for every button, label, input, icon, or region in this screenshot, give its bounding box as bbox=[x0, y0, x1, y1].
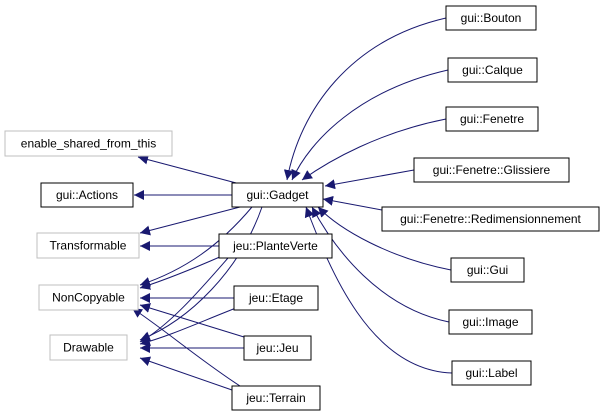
edge-etage-drawable bbox=[139, 307, 237, 347]
nodes: gui::Bouton gui::Calque gui::Fenetre gui… bbox=[4, 5, 600, 411]
node-gui-label[interactable]: gui::Label bbox=[451, 360, 532, 386]
node-label: gui::Gui bbox=[467, 263, 508, 277]
edge-fenetre-gadget bbox=[301, 118, 447, 181]
node-jeu-etage[interactable]: jeu::Etage bbox=[233, 285, 319, 311]
node-gui-actions[interactable]: gui::Actions bbox=[40, 182, 134, 208]
node-label: jeu::Terrain bbox=[245, 391, 305, 405]
node-label: gui::Bouton bbox=[461, 11, 522, 25]
node-gui-gadget[interactable]: gui::Gadget bbox=[231, 182, 324, 208]
node-gui-bouton[interactable]: gui::Bouton bbox=[445, 5, 537, 31]
node-transformable[interactable]: Transformable bbox=[36, 232, 140, 259]
node-label: jeu::Etage bbox=[248, 291, 303, 305]
edge-calque-gadget bbox=[291, 69, 449, 181]
edge-glissiere-gadget bbox=[324, 169, 415, 190]
edge-plante-noncopyable bbox=[139, 255, 223, 290]
node-label: gui::Calque bbox=[462, 63, 523, 77]
node-label: jeu::Jeu bbox=[255, 341, 298, 355]
edge-jeu-noncopyable bbox=[139, 303, 245, 338]
node-jeu-planteverte[interactable]: jeu::PlanteVerte bbox=[218, 233, 333, 259]
node-label: Transformable bbox=[50, 239, 127, 253]
edge-gadget-noncopyable bbox=[139, 206, 253, 287]
node-label: gui::Actions bbox=[56, 188, 118, 202]
node-gui-calque[interactable]: gui::Calque bbox=[447, 57, 538, 83]
edge-gadget-transformable bbox=[139, 206, 241, 236]
node-gui-fenetre-redimensionnement[interactable]: gui::Fenetre::Redimensionnement bbox=[381, 206, 600, 232]
node-noncopyable[interactable]: NonCopyable bbox=[38, 284, 139, 311]
edge-gadget-drawable bbox=[139, 206, 263, 341]
node-label: gui::Fenetre::Glissiere bbox=[433, 163, 551, 177]
node-label: NonCopyable bbox=[52, 291, 125, 305]
node-label: gui::Fenetre bbox=[460, 112, 524, 126]
edge-bouton-gadget bbox=[283, 17, 447, 181]
node-label: enable_shared_from_this bbox=[21, 137, 156, 151]
node-gui-fenetre-glissiere[interactable]: gui::Fenetre::Glissiere bbox=[413, 157, 570, 183]
node-label: Drawable bbox=[63, 341, 114, 355]
edge-terrain-drawable bbox=[139, 356, 233, 391]
node-label: gui::Image bbox=[462, 315, 518, 329]
node-gui-image[interactable]: gui::Image bbox=[448, 309, 533, 335]
node-jeu-terrain[interactable]: jeu::Terrain bbox=[231, 385, 321, 411]
edges bbox=[131, 17, 453, 391]
edge-image-gadget bbox=[311, 206, 450, 323]
edge-terrain-noncopyable bbox=[131, 307, 241, 387]
node-jeu-jeu[interactable]: jeu::Jeu bbox=[243, 335, 312, 361]
edge-gui-gadget bbox=[317, 206, 452, 271]
node-gui-fenetre[interactable]: gui::Fenetre bbox=[445, 106, 539, 132]
edge-plante-drawable bbox=[139, 257, 229, 343]
node-enable-shared-from-this[interactable]: enable_shared_from_this bbox=[4, 130, 173, 157]
node-drawable[interactable]: Drawable bbox=[49, 334, 128, 361]
edge-redim-gadget bbox=[322, 195, 383, 211]
node-label: jeu::PlanteVerte bbox=[232, 239, 318, 253]
node-label: gui::Fenetre::Redimensionnement bbox=[400, 212, 581, 226]
edge-label-gadget bbox=[304, 206, 453, 374]
node-label: gui::Label bbox=[465, 366, 517, 380]
edge-gadget-esft bbox=[137, 154, 241, 185]
node-gui-gui[interactable]: gui::Gui bbox=[450, 257, 525, 283]
node-label: gui::Gadget bbox=[246, 188, 309, 202]
